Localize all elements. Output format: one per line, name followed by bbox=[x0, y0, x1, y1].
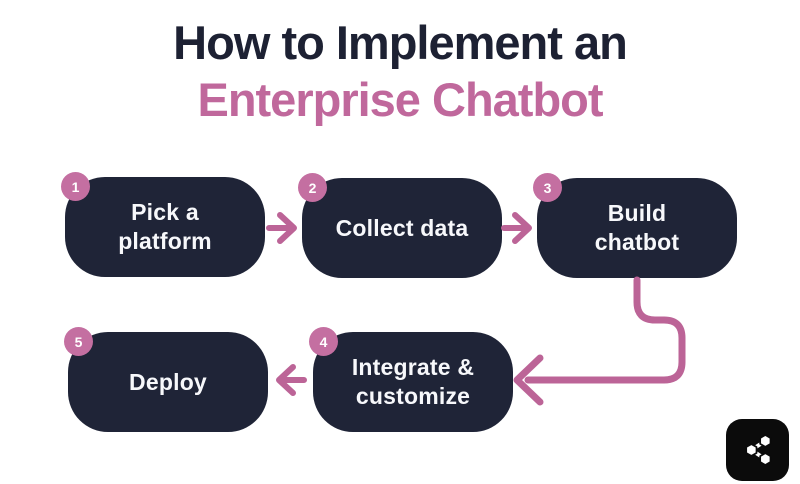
step-label-line: customize bbox=[355, 383, 471, 409]
step-box-integrate-customize: 4 Integrate & customize bbox=[309, 327, 513, 432]
step-label-line: Collect data bbox=[335, 214, 469, 241]
step-number: 2 bbox=[308, 179, 317, 196]
step-box-build-chatbot: 3 Build chatbot bbox=[533, 173, 737, 278]
title-line-2: Enterprise Chatbot bbox=[197, 73, 603, 126]
step-label-line: Integrate & bbox=[351, 354, 475, 380]
arrow-right-icon bbox=[266, 212, 297, 244]
arrow-left-icon bbox=[276, 364, 307, 396]
step-number-badge: 4 bbox=[309, 327, 338, 356]
step-number: 3 bbox=[543, 179, 552, 196]
step-box-deploy: 5 Deploy bbox=[64, 327, 268, 432]
step-label-line: chatbot bbox=[594, 229, 680, 255]
step-label: Build chatbot bbox=[595, 199, 679, 257]
step-label: Collect data bbox=[336, 214, 469, 243]
title-line-1: How to Implement an bbox=[173, 16, 628, 69]
connector-arrow-step3-to-step4 bbox=[513, 276, 686, 406]
step-label-line: Pick a bbox=[131, 199, 199, 225]
step-box-pick-a-platform: 1 Pick a platform bbox=[61, 172, 265, 277]
step-number-badge: 5 bbox=[64, 327, 93, 356]
step-box-collect-data: 2 Collect data bbox=[298, 173, 502, 278]
arrow-right-icon bbox=[501, 212, 532, 244]
step-label: Integrate & customize bbox=[352, 353, 474, 411]
step-label-line: Build bbox=[607, 200, 667, 226]
step-number-badge: 1 bbox=[61, 172, 90, 201]
share-icon bbox=[744, 434, 771, 466]
step-label-line: Deploy bbox=[129, 368, 207, 395]
step-label-line: platform bbox=[118, 228, 212, 254]
step-label: Deploy bbox=[129, 368, 207, 397]
step-number-badge: 3 bbox=[533, 173, 562, 202]
page-title: How to Implement an Enterprise Chatbot bbox=[0, 14, 800, 128]
step-label: Pick a platform bbox=[118, 198, 212, 256]
step-number-badge: 2 bbox=[298, 173, 327, 202]
step-number: 4 bbox=[319, 333, 328, 350]
step-number: 1 bbox=[71, 178, 80, 195]
step-number: 5 bbox=[74, 333, 83, 350]
share-button[interactable] bbox=[726, 419, 789, 481]
